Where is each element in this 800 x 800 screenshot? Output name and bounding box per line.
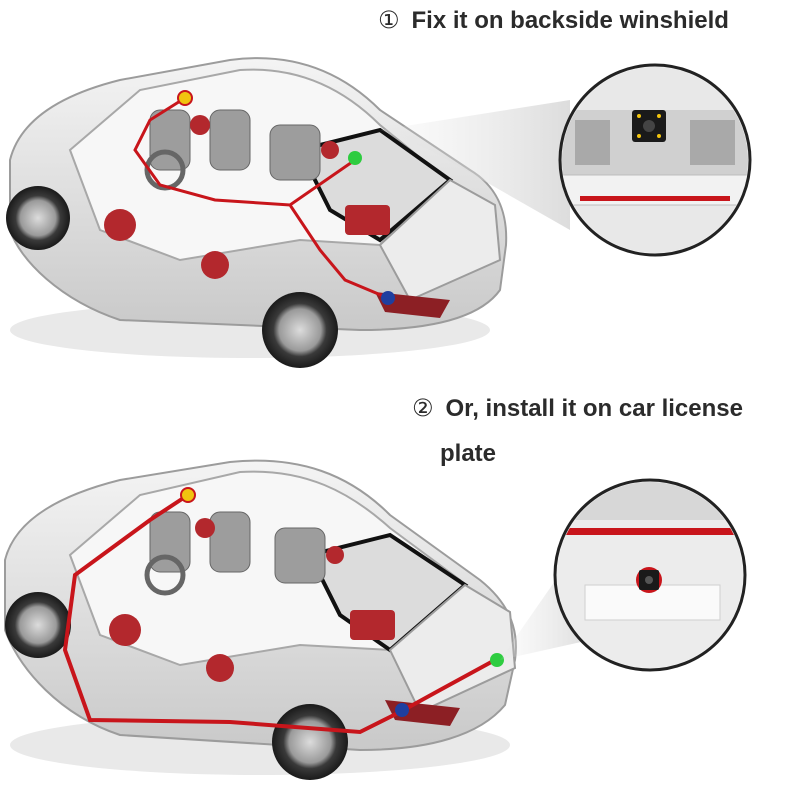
- zoom-license-plate: [553, 478, 747, 672]
- step1-caption: ① Fix it on backside winshield: [378, 6, 729, 35]
- car-top: [6, 57, 508, 368]
- step2-caption: ② Or, install it on car license: [412, 394, 743, 423]
- zoom-windshield: [558, 63, 752, 257]
- car-bottom: [4, 459, 517, 780]
- step1-number: ①: [378, 7, 400, 34]
- mirror-dot-bottom: [180, 487, 196, 503]
- step2-number: ②: [412, 395, 434, 422]
- step2-text-line1: Or, install it on car license: [445, 395, 743, 422]
- power-dot-top: [381, 291, 395, 305]
- step1-text: Fix it on backside winshield: [411, 7, 729, 34]
- camera-dot-bottom: [490, 653, 504, 667]
- mirror-dot-top: [177, 90, 193, 106]
- step2-text-line2: plate: [440, 440, 497, 467]
- power-dot-bottom: [395, 703, 409, 717]
- camera-dot-top: [348, 151, 362, 165]
